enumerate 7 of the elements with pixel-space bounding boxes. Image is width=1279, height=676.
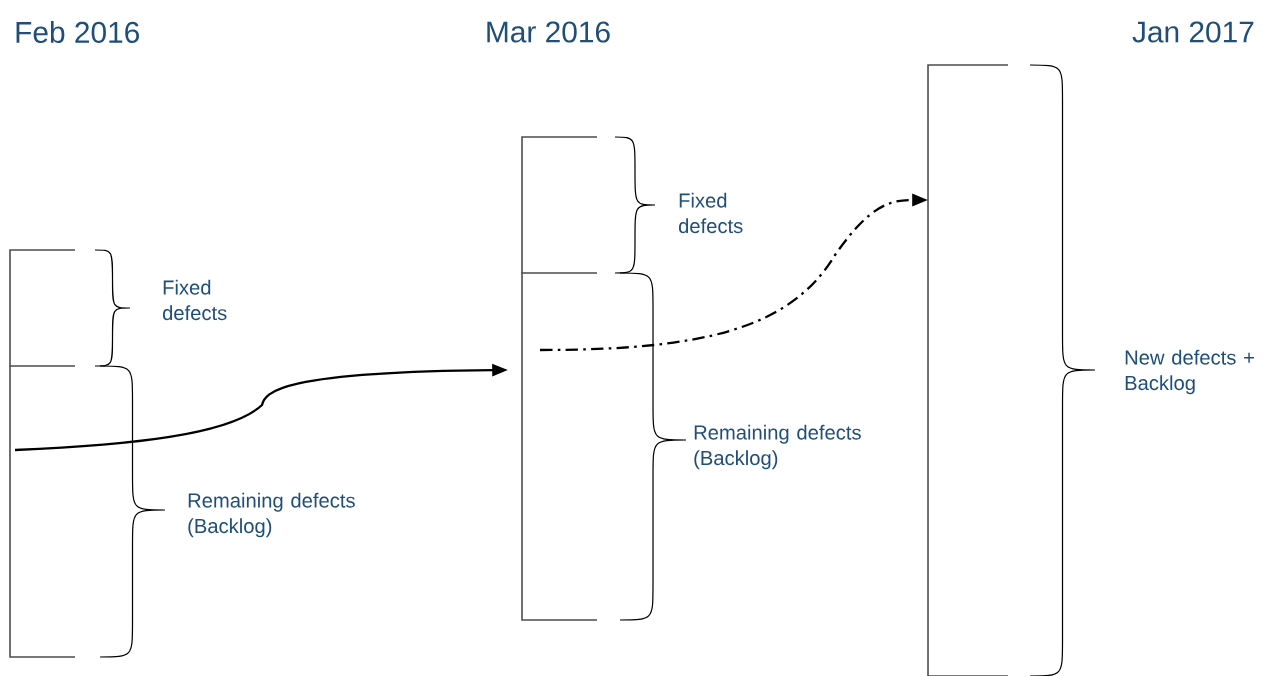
date-heading: Feb 2016: [16, 21, 139, 43]
date-heading: Mar 2016: [487, 21, 610, 43]
segment-label: Remaining defects (Backlog): [188, 492, 355, 538]
segment-label: New defects + Backlog: [1125, 349, 1254, 395]
segment-label: Fixed defects: [162, 279, 227, 321]
segment-label: Fixed defects: [678, 192, 743, 234]
segment-label: Remaining defects (Backlog): [694, 424, 861, 470]
